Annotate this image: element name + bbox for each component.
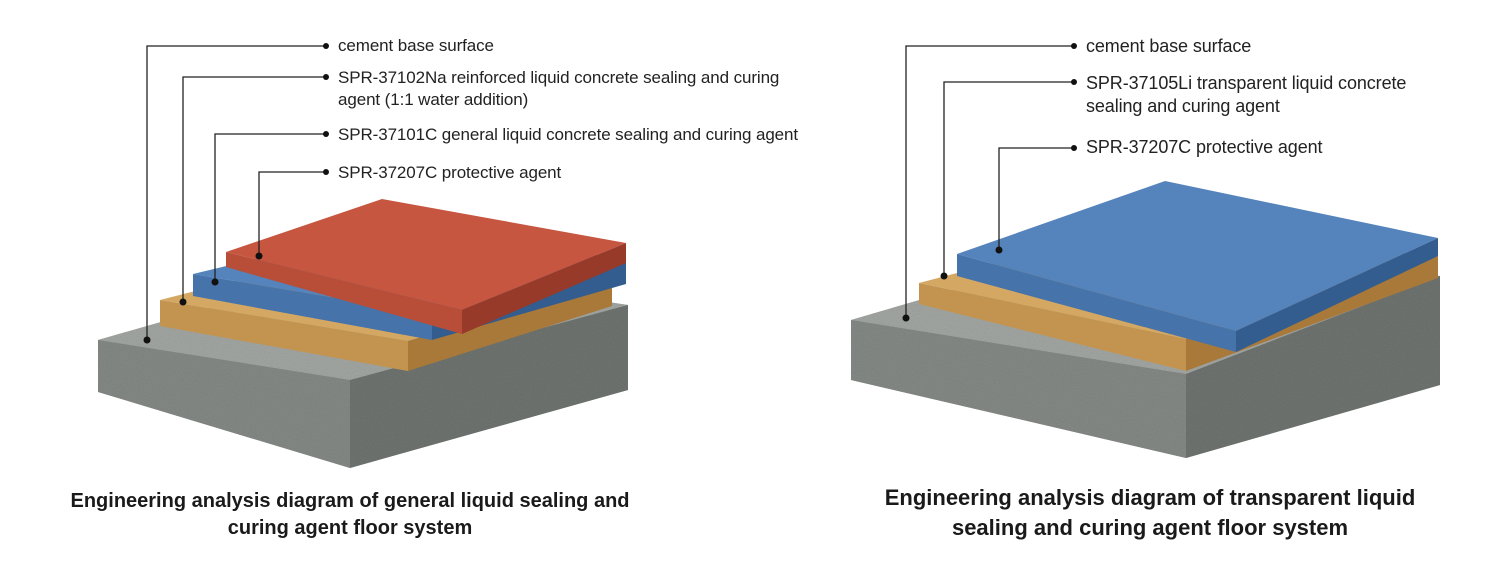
left-red-layer [226, 199, 626, 334]
left-leader-lines [146, 45, 326, 340]
right-caption-line2: sealing and curing agent floor system [951, 515, 1349, 540]
left-caption-line1: Engineering analysis diagram of general … [70, 490, 630, 512]
right-label-spr-37105li-line1: SPR-37105Li transparent liquid concrete [1086, 73, 1407, 93]
left-label-spr-37101c: SPR-37101C general liquid concrete seali… [338, 125, 799, 144]
left-label-spr-37102na-line1: SPR-37102Na reinforced liquid concrete s… [338, 68, 780, 87]
right-caption-line1: Engineering analysis diagram of transpar… [884, 485, 1416, 510]
right-label-cement-base: cement base surface [1086, 36, 1252, 56]
right-leader-lines [905, 45, 1074, 318]
right-label-spr-37105li-line2: sealing and curing agent [1086, 96, 1280, 116]
left-leader-dots [143, 43, 329, 344]
left-label-spr-37207c: SPR-37207C protective agent [338, 163, 562, 182]
right-leader-dots [902, 43, 1077, 322]
right-diagram-caption: Engineering analysis diagram of transpar… [830, 483, 1470, 543]
right-floor-diagram [851, 43, 1440, 458]
left-caption-line2: curing agent floor system [227, 517, 473, 539]
left-floor-diagram [98, 43, 628, 468]
left-label-spr-37102na-line2: agent (1:1 water addition) [338, 90, 529, 109]
right-label-spr-37207c: SPR-37207C protective agent [1086, 137, 1323, 157]
left-label-cement-base: cement base surface [338, 36, 494, 55]
right-blue-layer [957, 181, 1438, 352]
left-diagram-caption: Engineering analysis diagram of general … [20, 488, 680, 542]
